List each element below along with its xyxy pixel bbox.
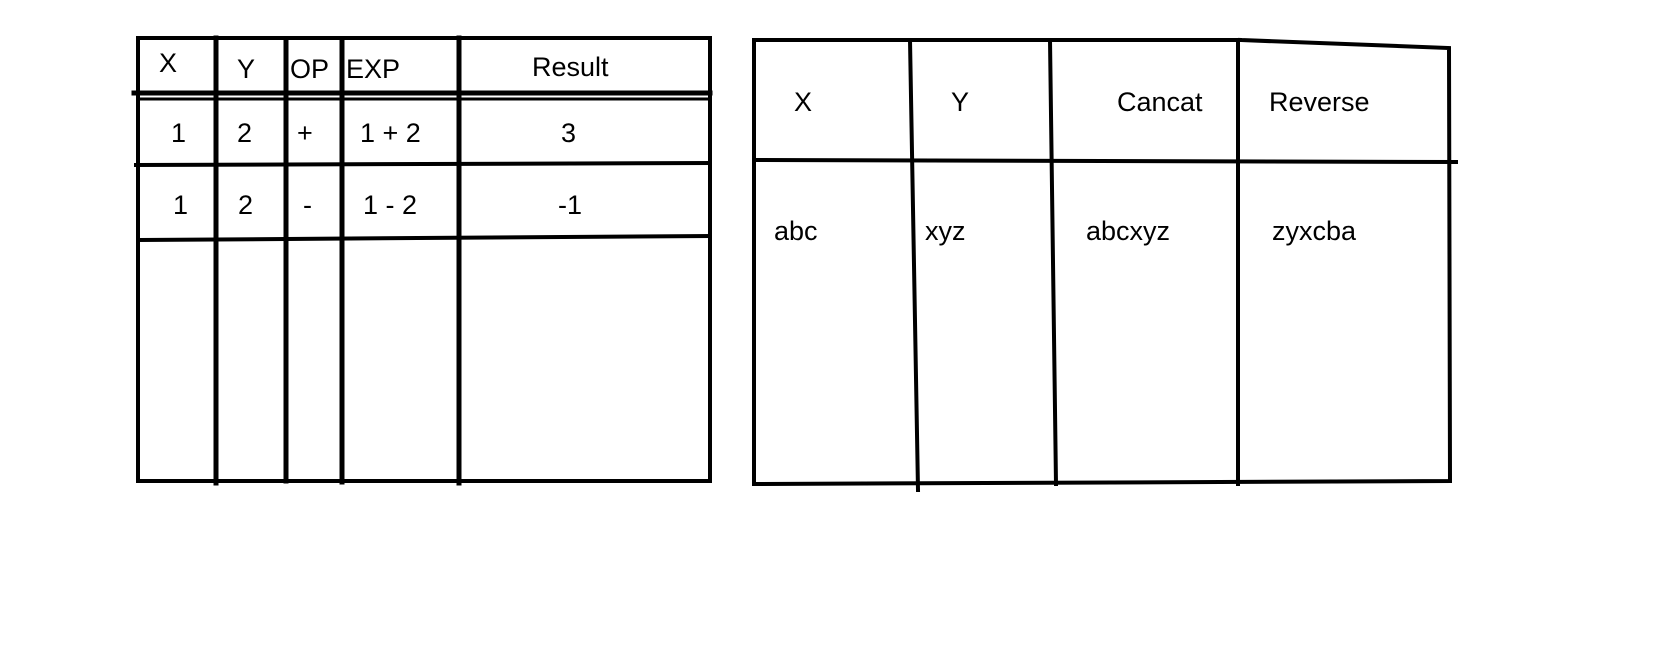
math-row-separator-2	[137, 233, 713, 243]
string-header-x: X	[794, 87, 812, 117]
math-cell-result: -1	[558, 190, 582, 220]
string-cell-x: abc	[774, 216, 818, 246]
string-col-separator-x-y	[907, 37, 921, 493]
math-cell-y: 2	[238, 190, 253, 220]
math-header-op: OP	[290, 54, 329, 84]
string-header-y: Y	[951, 87, 969, 117]
math-table-row-lines	[131, 90, 713, 243]
math-row-separator-1	[133, 160, 713, 168]
math-header-x: X	[159, 48, 177, 78]
math-cell-y: 2	[237, 118, 252, 148]
string-header-underline	[751, 157, 1459, 165]
math-cell-result: 3	[561, 118, 576, 148]
string-header-concat: Cancat	[1117, 87, 1203, 117]
math-table-frame	[136, 36, 712, 483]
math-header-y: Y	[237, 54, 255, 84]
string-header-reverse: Reverse	[1269, 87, 1370, 117]
math-cell-x: 1	[171, 118, 186, 148]
math-cell-exp: 1 - 2	[363, 190, 417, 220]
math-header-exp: EXP	[346, 54, 400, 84]
string-cell-concat: abcxyz	[1086, 216, 1170, 246]
math-cell-x: 1	[173, 190, 188, 220]
string-table-frame	[752, 37, 1453, 487]
string-cell-reverse: zyxcba	[1272, 216, 1357, 246]
string-table-column-lines	[907, 37, 1240, 493]
math-header-result: Result	[532, 52, 609, 82]
math-table-column-lines	[213, 35, 462, 486]
math-cell-op: +	[297, 118, 313, 148]
math-cell-op: -	[303, 190, 312, 220]
math-cell-exp: 1 + 2	[360, 118, 421, 148]
string-table: X Y Cancat Reverse abc xyz abcxyz zyxcba	[751, 37, 1459, 493]
string-col-separator-y-concat	[1047, 37, 1059, 487]
math-table: X Y OP EXP Result 1 2 + 1 + 2 3 1 2 - 1 …	[131, 35, 713, 486]
string-cell-y: xyz	[925, 216, 966, 246]
